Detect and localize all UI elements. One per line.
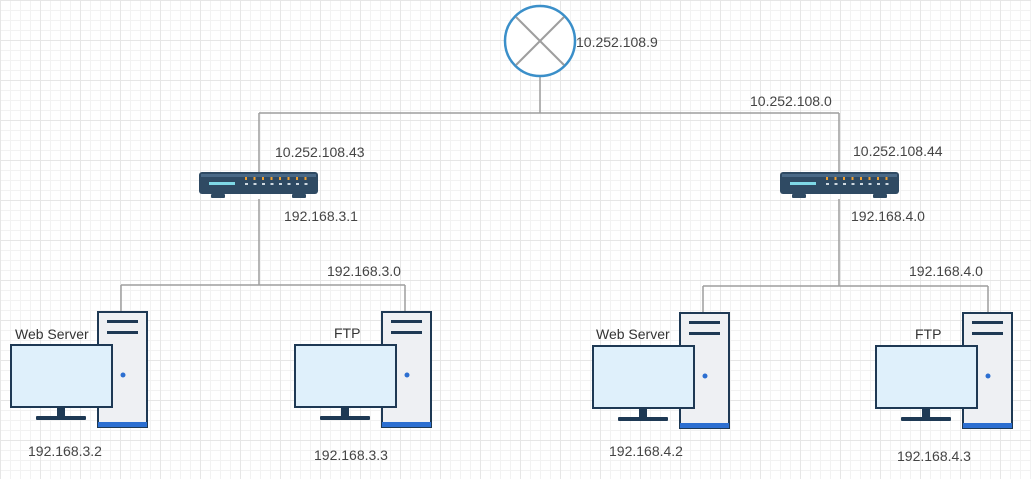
switch-led — [877, 177, 879, 180]
switch-led — [287, 177, 290, 180]
monitor-base — [618, 417, 668, 421]
right-ftp-ip: 192.168.4.3 — [897, 448, 971, 464]
switch-led — [253, 177, 256, 180]
monitor-screen — [294, 344, 397, 408]
switch-port — [253, 183, 257, 185]
tower-power-led — [702, 373, 708, 379]
switch-port — [877, 183, 880, 185]
monitor-base — [320, 416, 370, 420]
router-ip-label: 10.252.108.9 — [576, 34, 658, 50]
switch-foot — [211, 194, 225, 198]
switch-port — [885, 183, 889, 185]
switch-port — [834, 183, 838, 185]
tower-drive-slot — [107, 320, 138, 323]
switch-port — [270, 183, 274, 185]
tower-power-led — [985, 373, 991, 379]
monitor-base — [36, 416, 86, 420]
tower-drive-slot — [972, 332, 1003, 335]
switch-led — [279, 177, 281, 180]
tower-drive-slot — [689, 332, 720, 335]
switch-port — [279, 183, 282, 185]
switch-top-bevel — [201, 174, 316, 177]
switch-led — [245, 177, 247, 180]
tower-drive-slot — [689, 321, 720, 324]
tower-drive-slot — [391, 320, 422, 323]
switch-port — [860, 183, 863, 185]
network-links — [120, 76, 989, 313]
right-switch-lan-ip: 192.168.4.0 — [851, 208, 925, 224]
switch-status-bar — [209, 182, 235, 185]
switch-port — [843, 183, 846, 185]
tower-base-strip — [382, 422, 431, 427]
monitor-neck — [922, 408, 930, 417]
tower-base-strip — [98, 422, 147, 427]
router-cross-icon[interactable] — [503, 4, 577, 78]
left-switch-icon[interactable] — [199, 172, 318, 198]
left-lan-network-label: 192.168.3.0 — [327, 263, 401, 279]
tower-base-strip — [963, 423, 1012, 428]
monitor-neck — [57, 407, 65, 416]
monitor-screen — [592, 345, 695, 409]
switch-foot — [792, 194, 806, 198]
right-switch-uplink-ip: 10.252.108.44 — [853, 143, 943, 159]
switch-status-bar — [790, 182, 816, 185]
switch-led — [826, 177, 828, 180]
left-switch-uplink-ip: 10.252.108.43 — [275, 144, 365, 160]
switch-port — [287, 183, 291, 185]
switch-top-bevel — [782, 174, 897, 177]
left-switch-lan-ip: 192.168.3.1 — [284, 208, 358, 224]
switch-port — [851, 183, 855, 185]
tower-power-led — [120, 372, 126, 378]
switch-led — [843, 177, 845, 180]
tower-drive-slot — [391, 331, 422, 334]
left-ftp-computer-icon[interactable] — [294, 311, 432, 428]
tower-drive-slot — [107, 331, 138, 334]
right-webserver-computer-icon[interactable] — [592, 312, 730, 429]
backbone-network-label: 10.252.108.0 — [750, 93, 832, 109]
right-lan-network-label: 192.168.4.0 — [909, 263, 983, 279]
tower-base-strip — [680, 423, 729, 428]
monitor-neck — [341, 407, 349, 416]
left-webserver-computer-icon[interactable] — [10, 311, 148, 428]
left-ftp-ip: 192.168.3.3 — [314, 447, 388, 463]
switch-port — [826, 183, 829, 185]
switch-led — [885, 177, 888, 180]
monitor-neck — [639, 408, 647, 417]
switch-led — [834, 177, 837, 180]
switch-port — [245, 183, 248, 185]
right-switch-icon[interactable] — [780, 172, 899, 198]
switch-port — [262, 183, 265, 185]
right-webserver-name: Web Server — [596, 326, 670, 342]
tower-power-led — [404, 372, 410, 378]
switch-led — [868, 177, 871, 180]
switch-led — [270, 177, 273, 180]
switch-port — [304, 183, 308, 185]
switch-foot — [873, 194, 887, 198]
monitor-base — [901, 417, 951, 421]
switch-foot — [292, 194, 306, 198]
switch-led — [304, 177, 307, 180]
switch-led — [851, 177, 854, 180]
left-webserver-ip: 192.168.3.2 — [28, 443, 102, 459]
right-ftp-computer-icon[interactable] — [875, 312, 1013, 429]
left-ftp-name: FTP — [334, 325, 361, 341]
tower-drive-slot — [972, 321, 1003, 324]
monitor-screen — [10, 344, 113, 408]
switch-port — [296, 183, 299, 185]
monitor-screen — [875, 345, 978, 409]
right-webserver-ip: 192.168.4.2 — [609, 443, 683, 459]
switch-led — [296, 177, 298, 180]
switch-led — [860, 177, 862, 180]
switch-led — [262, 177, 264, 180]
left-webserver-name: Web Server — [15, 326, 89, 342]
switch-port — [868, 183, 872, 185]
right-ftp-name: FTP — [915, 326, 942, 342]
